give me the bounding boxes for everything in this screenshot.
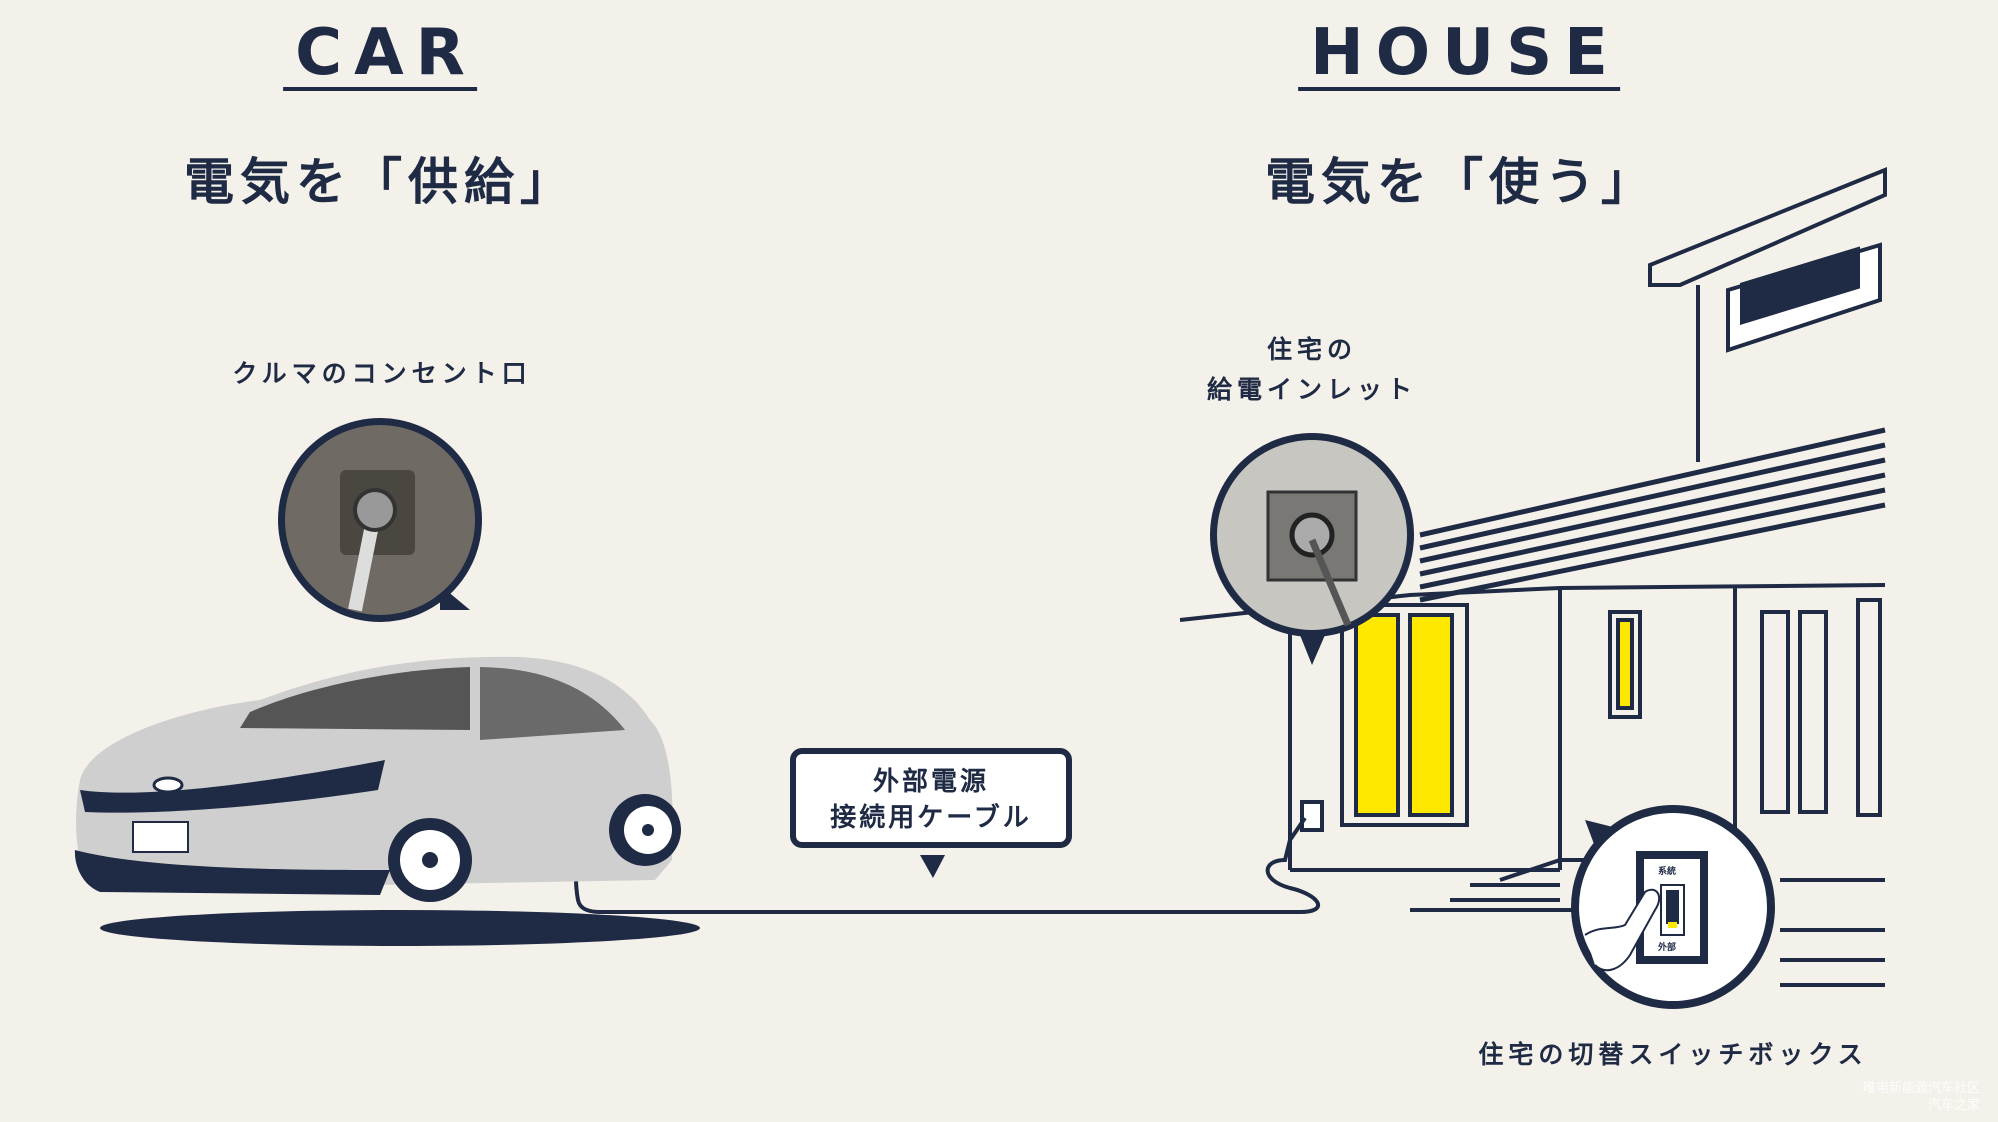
- watermark: 唯电新能源汽车社区 汽车之家: [1863, 1080, 1980, 1114]
- cable-line1: 外部電源: [872, 767, 989, 797]
- car-illustration: [74, 656, 700, 946]
- inlet-label-line2: 給電インレット: [1206, 375, 1418, 404]
- inlet-label-line1: 住宅の: [1266, 335, 1358, 364]
- house-subtitle: 電気を「使う」: [1265, 153, 1657, 211]
- car-outlet-photo: [278, 418, 482, 622]
- cable-bubble-tail: [920, 855, 945, 878]
- house-title: HOUSE: [1298, 19, 1620, 92]
- car-subtitle: 電気を「供給」: [184, 153, 576, 211]
- house-illustration: [1179, 167, 1887, 987]
- cable-callout: 外部電源 接続用ケーブル: [790, 748, 1072, 848]
- inlet-label: 住宅の 給電インレット: [1207, 330, 1417, 410]
- switch-box-photo: [1571, 805, 1775, 1009]
- switch-bottom-label: 外部: [1658, 943, 1677, 953]
- switch-top-label: 系統: [1658, 867, 1677, 877]
- watermark-line2: 汽车之家: [1927, 1098, 1980, 1113]
- house-inlet-photo: [1210, 433, 1414, 665]
- car-title: CAR: [283, 19, 477, 92]
- cable-line2: 接続用ケーブル: [830, 803, 1032, 833]
- watermark-line1: 唯电新能源汽车社区: [1862, 1081, 1980, 1096]
- car-outlet-label: クルマのコンセント口: [232, 359, 532, 388]
- switch-box-label: 住宅の切替スイッチボックス: [1478, 1040, 1868, 1069]
